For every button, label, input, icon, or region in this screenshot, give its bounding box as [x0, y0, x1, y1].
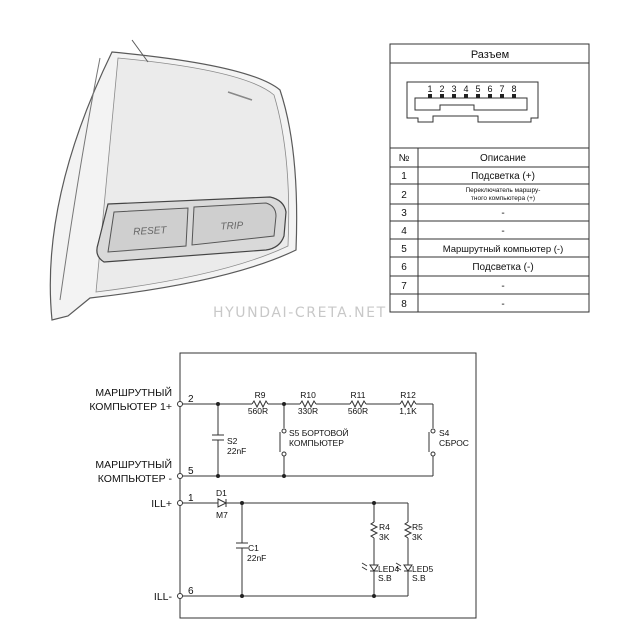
row-desc: Подсветка (-)	[472, 262, 533, 273]
terminal-labels: МАРШРУТНЫЙ КОМПЬЮТЕР 1+ 2 МАРШРУТНЫЙ КОМ…	[89, 386, 194, 603]
r11-value: 560R	[348, 406, 368, 416]
s5-label: S5 БОРТОВОЙ	[289, 427, 349, 438]
watermark: HYUNDAI-CRETA.NET	[213, 305, 387, 321]
row-no: 2	[401, 190, 407, 201]
d1-value: M7	[216, 510, 228, 520]
row-desc: -	[501, 226, 504, 237]
s5-label: КОМПЬЮТЕР	[289, 438, 344, 448]
ill-minus-pin: 6	[188, 586, 194, 597]
row-no: 5	[401, 244, 407, 255]
row-desc: тного компьютера (+)	[471, 195, 535, 202]
connector-table-body: № Описание 1 Подсветка (+) 2 Переключате…	[399, 153, 564, 310]
s2-name: S2	[227, 436, 238, 446]
led5-value: S.B	[412, 573, 426, 583]
r4-value: 3K	[379, 532, 390, 542]
row-desc: Маршрутный компьютер (-)	[443, 244, 564, 255]
r9-name: R9	[255, 390, 266, 400]
pin-number: 1	[427, 84, 432, 94]
row-no: 1	[401, 171, 407, 182]
terminal-1-label: МАРШРУТНЫЙ	[95, 386, 172, 399]
connector-table	[389, 43, 590, 313]
s2-value: 22nF	[227, 446, 246, 456]
terminal-1-pin: 2	[188, 394, 194, 405]
ill-plus-pin: 1	[188, 493, 194, 504]
circuit-schematic	[179, 352, 477, 619]
schematic-junctions	[216, 402, 376, 598]
terminal-2-pin: 5	[188, 466, 194, 477]
pin-number: 7	[499, 84, 504, 94]
row-no: 3	[401, 208, 407, 219]
r9-value: 560R	[248, 406, 268, 416]
led4-value: S.B	[378, 573, 392, 583]
c1-value: 22nF	[247, 553, 266, 563]
r4-name: R4	[379, 522, 390, 532]
pin-number: 8	[511, 84, 516, 94]
row-no: 4	[401, 226, 407, 237]
r5-value: 3K	[412, 532, 423, 542]
connector-icon	[406, 81, 539, 123]
c1-name: C1	[248, 543, 259, 553]
r11-name: R11	[351, 390, 366, 400]
header-desc: Описание	[480, 153, 526, 164]
component-labels: R9 560R R10 330R R11 560R R12 1,1K S2 22…	[216, 390, 469, 583]
pin-number: 4	[463, 84, 468, 94]
connector-title: Разъем	[471, 49, 509, 61]
terminal-2-label: МАРШРУТНЫЙ	[95, 458, 172, 471]
steering-switch-illustration: RESET TRIP	[49, 39, 298, 321]
d1-name: D1	[216, 488, 227, 498]
terminal-2-label: КОМПЬЮТЕР -	[98, 473, 173, 485]
r10-value: 330R	[298, 406, 318, 416]
ill-minus-label: ILL-	[154, 591, 173, 603]
pin-number: 6	[487, 84, 492, 94]
terminal-1-label: КОМПЬЮТЕР 1+	[89, 401, 172, 413]
pin-number: 5	[475, 84, 480, 94]
r10-name: R10	[300, 390, 316, 400]
schematic-terminals	[177, 401, 183, 599]
reset-button-label: RESET	[133, 225, 168, 238]
row-desc: -	[501, 208, 504, 219]
row-desc: Переключатель маршру-	[466, 187, 541, 194]
row-desc: Подсветка (+)	[471, 171, 535, 182]
r5-name: R5	[412, 522, 423, 532]
connector-pin-numbers: 1 2 3 4 5 6 7 8	[427, 84, 516, 94]
reset-button: RESET	[107, 207, 189, 253]
led5-name: LED5	[412, 564, 434, 574]
trip-button: TRIP	[191, 202, 277, 246]
row-no: 8	[401, 299, 407, 310]
header-no: №	[399, 153, 410, 164]
r12-value: 1,1K	[399, 406, 417, 416]
r12-name: R12	[400, 390, 416, 400]
ill-plus-label: ILL+	[151, 498, 172, 510]
row-no: 6	[401, 262, 407, 273]
led4-name: LED4	[378, 564, 400, 574]
pin-number: 3	[451, 84, 456, 94]
s4-label: S4	[439, 428, 450, 438]
s4-label: СБРОС	[439, 438, 469, 448]
row-desc: -	[501, 281, 504, 292]
row-no: 7	[401, 281, 407, 292]
trip-button-label: TRIP	[220, 220, 244, 232]
row-desc: -	[501, 299, 504, 310]
pin-number: 2	[439, 84, 444, 94]
